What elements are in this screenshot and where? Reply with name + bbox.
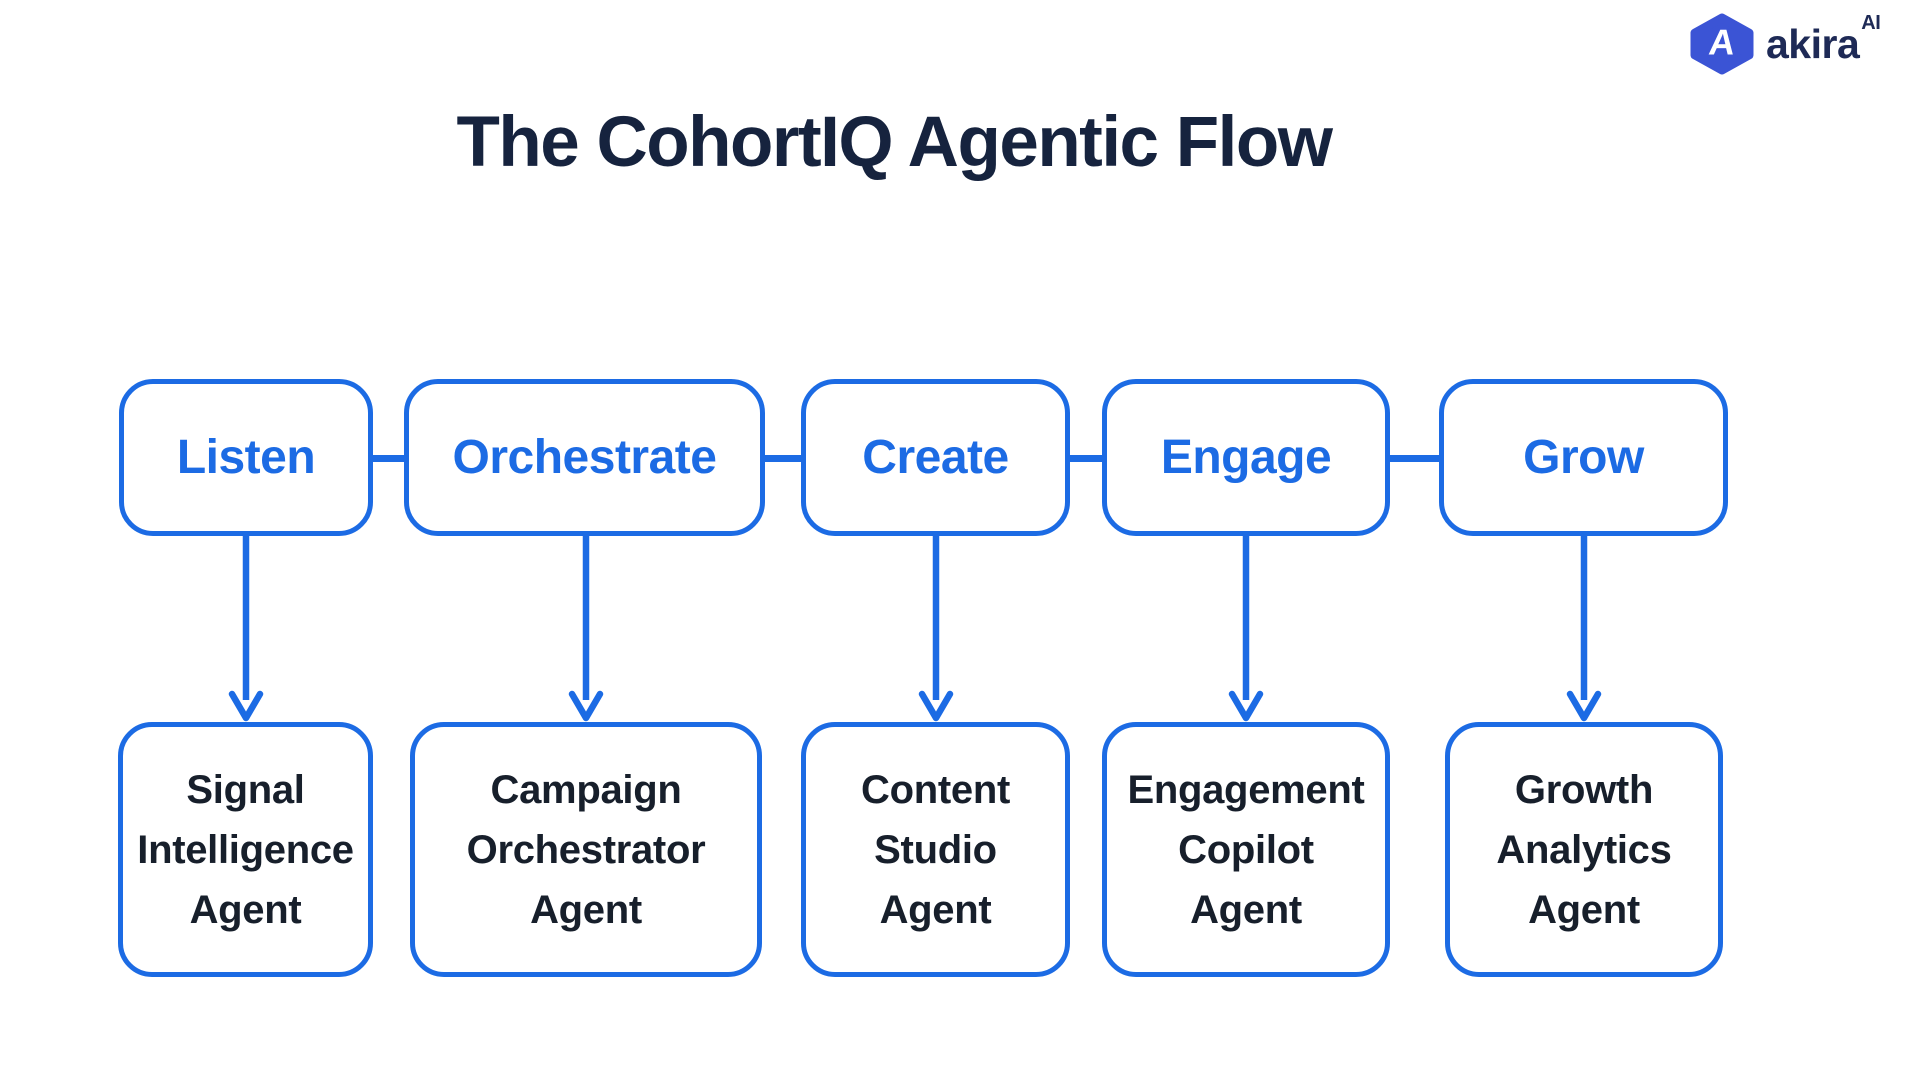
stage-label: Listen xyxy=(176,431,316,484)
connector-create-engage xyxy=(1070,455,1106,462)
connector-engage-grow xyxy=(1390,455,1439,462)
hexagon-logo-icon: A xyxy=(1688,12,1756,76)
agent-label: Content Studio Agent xyxy=(861,767,1010,932)
stage-box-create: Create xyxy=(801,379,1070,536)
agent-box-growth-analytics: Growth Analytics Agent xyxy=(1445,722,1723,977)
stage-box-listen: Listen xyxy=(119,379,373,536)
brand-superscript: AI xyxy=(1861,11,1881,34)
agent-label: Signal Intelligence Agent xyxy=(137,767,354,932)
agent-label: Campaign Orchestrator Agent xyxy=(466,767,706,932)
stage-label: Create xyxy=(862,431,1009,484)
connector-listen-orchestrate xyxy=(373,455,404,462)
agent-box-content-studio: Content Studio Agent xyxy=(801,722,1070,977)
agent-label: Engagement Copilot Agent xyxy=(1127,767,1365,932)
stage-box-grow: Grow xyxy=(1439,379,1728,536)
down-arrow-icon xyxy=(568,534,604,722)
stage-label: Orchestrate xyxy=(452,431,717,484)
page-title: The CohortIQ Agentic Flow xyxy=(456,103,1333,182)
agent-box-signal-intelligence: Signal Intelligence Agent xyxy=(118,722,373,977)
connector-orchestrate-create xyxy=(765,455,801,462)
logo-monogram-a: A xyxy=(1706,21,1738,63)
stage-box-engage: Engage xyxy=(1102,379,1390,536)
stage-label: Engage xyxy=(1160,431,1332,484)
stage-label: Grow xyxy=(1523,431,1644,484)
down-arrow-icon xyxy=(228,534,264,722)
agent-box-engagement-copilot: Engagement Copilot Agent xyxy=(1102,722,1390,977)
agent-box-campaign-orchestrator: Campaign Orchestrator Agent xyxy=(410,722,762,977)
brand-name-text: akira xyxy=(1766,20,1860,67)
stage-box-orchestrate: Orchestrate xyxy=(404,379,765,536)
down-arrow-icon xyxy=(918,534,954,722)
down-arrow-icon xyxy=(1566,534,1602,722)
down-arrow-icon xyxy=(1228,534,1264,722)
agent-label: Growth Analytics Agent xyxy=(1496,767,1672,932)
